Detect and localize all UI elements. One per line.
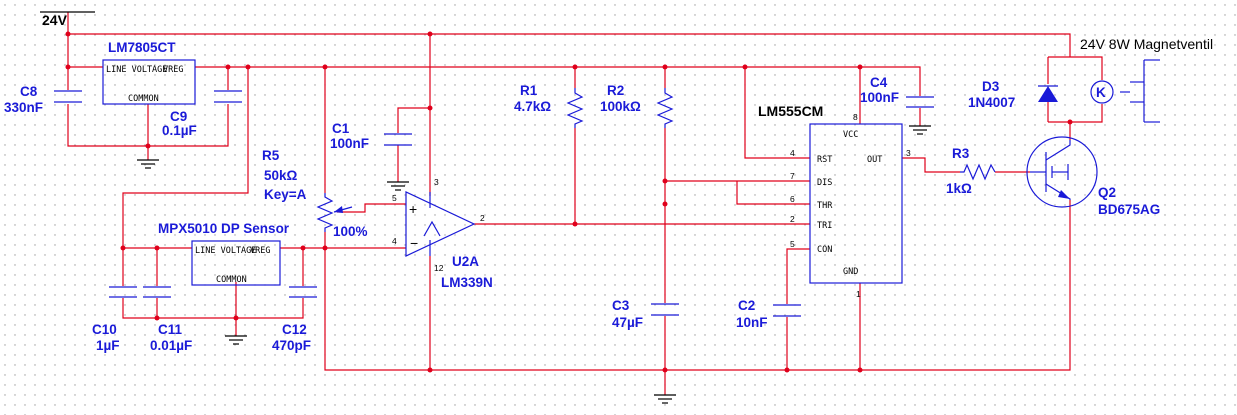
r5-setting: 100% xyxy=(333,224,368,239)
valve-symbol: K xyxy=(1096,85,1106,100)
reg2-common-label: COMMON xyxy=(216,275,247,285)
u2a-pin4: 4 xyxy=(392,236,397,246)
timer-pin-vcc-name: VCC xyxy=(843,130,858,140)
timer-pin-tri-num: 2 xyxy=(790,214,795,224)
capacitor-c12 xyxy=(289,286,317,298)
sensor-part-label: MPX5010 DP Sensor xyxy=(158,221,290,236)
c8-value: 330nF xyxy=(4,100,43,115)
capacitor-c9 xyxy=(214,90,242,103)
u2a-part: LM339N xyxy=(441,275,493,290)
capacitor-c10 xyxy=(109,286,137,298)
timer-pin-thr-num: 6 xyxy=(790,194,795,204)
timer-pin-gnd-name: GND xyxy=(843,267,858,277)
r1-ref: R1 xyxy=(520,83,538,98)
u2a-pin2: 2 xyxy=(480,213,485,223)
capacitor-c8 xyxy=(54,90,82,103)
c9-ref: C9 xyxy=(170,109,187,124)
comparator-plus: + xyxy=(409,201,417,217)
transistor-q2 xyxy=(1026,136,1098,208)
timer-pin-dis-name: DIS xyxy=(817,178,832,188)
timer-part: LM555CM xyxy=(758,103,823,119)
c8-ref: C8 xyxy=(20,84,38,99)
u2a-pin12: 12 xyxy=(434,263,444,273)
capacitor-c3 xyxy=(651,303,679,316)
potentiometer-r5 xyxy=(316,193,353,232)
supply-label: 24V xyxy=(42,12,68,28)
timer-pin-tri-name: TRI xyxy=(817,221,832,231)
c2-value: 10nF xyxy=(736,315,768,330)
reg1-vreg-label: VREG xyxy=(163,65,183,75)
c10-value: 1µF xyxy=(96,338,120,353)
u2a-ref: U2A xyxy=(452,254,479,269)
c11-ref: C11 xyxy=(158,322,183,337)
c10-ref: C10 xyxy=(92,322,117,337)
d3-part: 1N4007 xyxy=(968,95,1015,110)
c12-ref: C12 xyxy=(282,322,307,337)
resistor-r2 xyxy=(656,88,674,128)
timer-pin-rst-num: 4 xyxy=(790,148,795,158)
capacitor-c11 xyxy=(143,286,171,298)
c3-value: 47µF xyxy=(612,315,643,330)
valve-coil: K xyxy=(1090,59,1160,123)
capacitor-c4 xyxy=(906,96,934,108)
r5-ref: R5 xyxy=(262,148,280,163)
timer-pin-con-name: CON xyxy=(817,245,832,255)
reg2-vreg-label: VREG xyxy=(250,246,270,256)
q2-ref: Q2 xyxy=(1098,185,1116,200)
u2a-pin5: 5 xyxy=(392,193,397,203)
reg2-line-label: LINE VOLTAGE xyxy=(195,246,256,256)
junctions xyxy=(65,31,1073,373)
timer-pin-vcc-num: 8 xyxy=(853,112,858,122)
comparator-minus: − xyxy=(410,235,418,251)
c4-value: 100nF xyxy=(860,90,899,105)
sensor-mpx5010: LINE VOLTAGE VREG COMMON xyxy=(191,240,281,286)
comparator-u2a: + − xyxy=(405,191,476,257)
r5-key: Key=A xyxy=(264,187,307,202)
wires xyxy=(67,12,1103,395)
c12-value: 470pF xyxy=(272,338,311,353)
r3-ref: R3 xyxy=(952,146,970,161)
r2-ref: R2 xyxy=(607,83,624,98)
c9-value: 0.1µF xyxy=(162,123,197,138)
diode-d3 xyxy=(1038,85,1058,102)
resistor-r3 xyxy=(960,163,996,181)
reg1-part-label: LM7805CT xyxy=(108,40,176,55)
c2-ref: C2 xyxy=(738,298,755,313)
r1-value: 4.7kΩ xyxy=(514,99,551,114)
timer-lm555: RST DIS THR TRI CON VCC OUT GND xyxy=(809,123,903,284)
c1-value: 100nF xyxy=(330,136,369,151)
c3-ref: C3 xyxy=(612,298,630,313)
regulator-lm7805: LINE VOLTAGE VREG COMMON xyxy=(102,59,196,105)
resistor-r1 xyxy=(566,88,584,128)
reg1-common-label: COMMON xyxy=(128,94,159,104)
r5-value: 50kΩ xyxy=(264,168,298,183)
timer-pin-gnd-num: 1 xyxy=(856,289,861,299)
timer-pin-dis-num: 7 xyxy=(790,171,795,181)
timer-pin-out-name: OUT xyxy=(867,155,882,165)
timer-pin-rst-name: RST xyxy=(817,155,832,165)
r3-value: 1kΩ xyxy=(946,181,972,196)
reg1-line-label: LINE VOLTAGE xyxy=(106,65,167,75)
capacitor-c2 xyxy=(773,304,801,317)
u2a-pin3: 3 xyxy=(434,177,439,187)
q2-part: BD675AG xyxy=(1098,202,1160,217)
timer-pin-con-num: 5 xyxy=(790,239,795,249)
timer-pin-thr-name: THR xyxy=(817,201,833,211)
capacitor-c1 xyxy=(384,133,412,146)
c1-ref: C1 xyxy=(332,121,350,136)
timer-pin-out-num: 3 xyxy=(906,148,911,158)
r2-value: 100kΩ xyxy=(600,99,641,114)
c4-ref: C4 xyxy=(870,75,888,90)
ground-symbols xyxy=(137,125,931,404)
c11-value: 0.01µF xyxy=(150,338,192,353)
valve-label: 24V 8W Magnetventil xyxy=(1080,36,1213,52)
d3-ref: D3 xyxy=(982,79,1000,94)
